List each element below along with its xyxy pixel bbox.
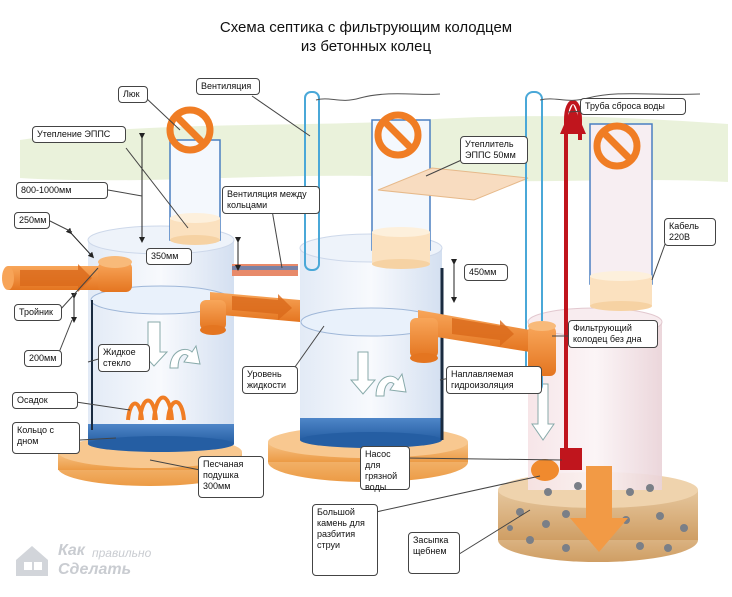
label-ventilation-between-rings: Вентиляция между кольцами — [222, 186, 320, 214]
big-flow-down-arrow — [570, 466, 628, 552]
diagram-title-line2: из бетонных колец — [300, 38, 432, 55]
watermark-line2: Сделать — [58, 561, 132, 578]
label-depth-800-1000: 800-1000мм — [16, 182, 108, 199]
label-big-stone: Большой камень для разбития струи — [312, 504, 378, 576]
label-insulation-epps-50: Утеплитель ЭППС 50мм — [460, 136, 528, 164]
flow-down-arrow-3 — [531, 383, 555, 441]
watermark-small: правильно — [92, 546, 152, 560]
flow-down-arrow-2 — [349, 351, 377, 395]
label-liquid-glass: Жидкое стекло — [98, 344, 150, 372]
hatch-symbol-3 — [593, 122, 641, 170]
callout-pointers — [47, 95, 669, 557]
label-200mm: 200мм — [24, 350, 62, 367]
flow-up-arrow-1 — [169, 344, 201, 369]
insulation-plug-1 — [170, 218, 220, 240]
watermark-line1: Как — [58, 542, 85, 559]
label-filter-well: Фильтрующий колодец без дна — [568, 320, 658, 348]
label-450mm: 450мм — [464, 264, 508, 281]
inlet-pipe — [2, 264, 104, 292]
overflow-pipe — [564, 100, 582, 448]
hatch-symbol-1 — [166, 106, 214, 154]
label-ventilation: Вентиляция — [196, 78, 260, 95]
label-gravel-fill: Засыпка щебнем — [408, 532, 460, 574]
label-overflow-pipe: Труба сброса воды — [580, 98, 686, 115]
hatch-symbol-2 — [374, 111, 422, 159]
label-tee: Тройник — [14, 304, 62, 321]
label-sand-cushion: Песчаная подушка 300мм — [198, 456, 264, 498]
sediment — [126, 395, 186, 421]
label-250mm: 250мм — [14, 212, 50, 229]
transfer-pipe-1 — [200, 292, 300, 335]
insulation-plug-2 — [372, 232, 430, 264]
flow-up-arrow-2 — [375, 372, 407, 397]
label-ring-with-bottom: Кольцо с дном — [12, 422, 80, 454]
label-hatch: Люк — [118, 86, 148, 103]
watermark-logo-icon — [12, 540, 52, 580]
label-liquid-level: Уровень жидкости — [242, 366, 298, 394]
dirty-water-pump — [560, 448, 582, 470]
big-stone — [531, 459, 559, 481]
label-dirty-pump: Насос для грязной воды — [360, 446, 410, 492]
filter-well — [498, 100, 698, 562]
ventilation-pipe-1 — [304, 91, 320, 271]
label-waterproofing: Наплавляемая гидроизоляция — [446, 366, 542, 394]
label-sediment: Осадок — [12, 392, 78, 409]
label-350mm: 350мм — [146, 248, 192, 265]
tee-fitting — [98, 256, 132, 292]
gravel-stones — [507, 482, 688, 552]
label-cable: Кабель 220В — [664, 218, 716, 246]
label-insulation-epps: Утепление ЭППС — [32, 126, 126, 143]
transfer-pipe-2 — [410, 310, 556, 376]
diagram-title-line1: Схема септика с фильтрующим колодцем — [219, 19, 513, 36]
dim-250 — [65, 227, 95, 259]
insulation-sheet — [377, 167, 529, 201]
